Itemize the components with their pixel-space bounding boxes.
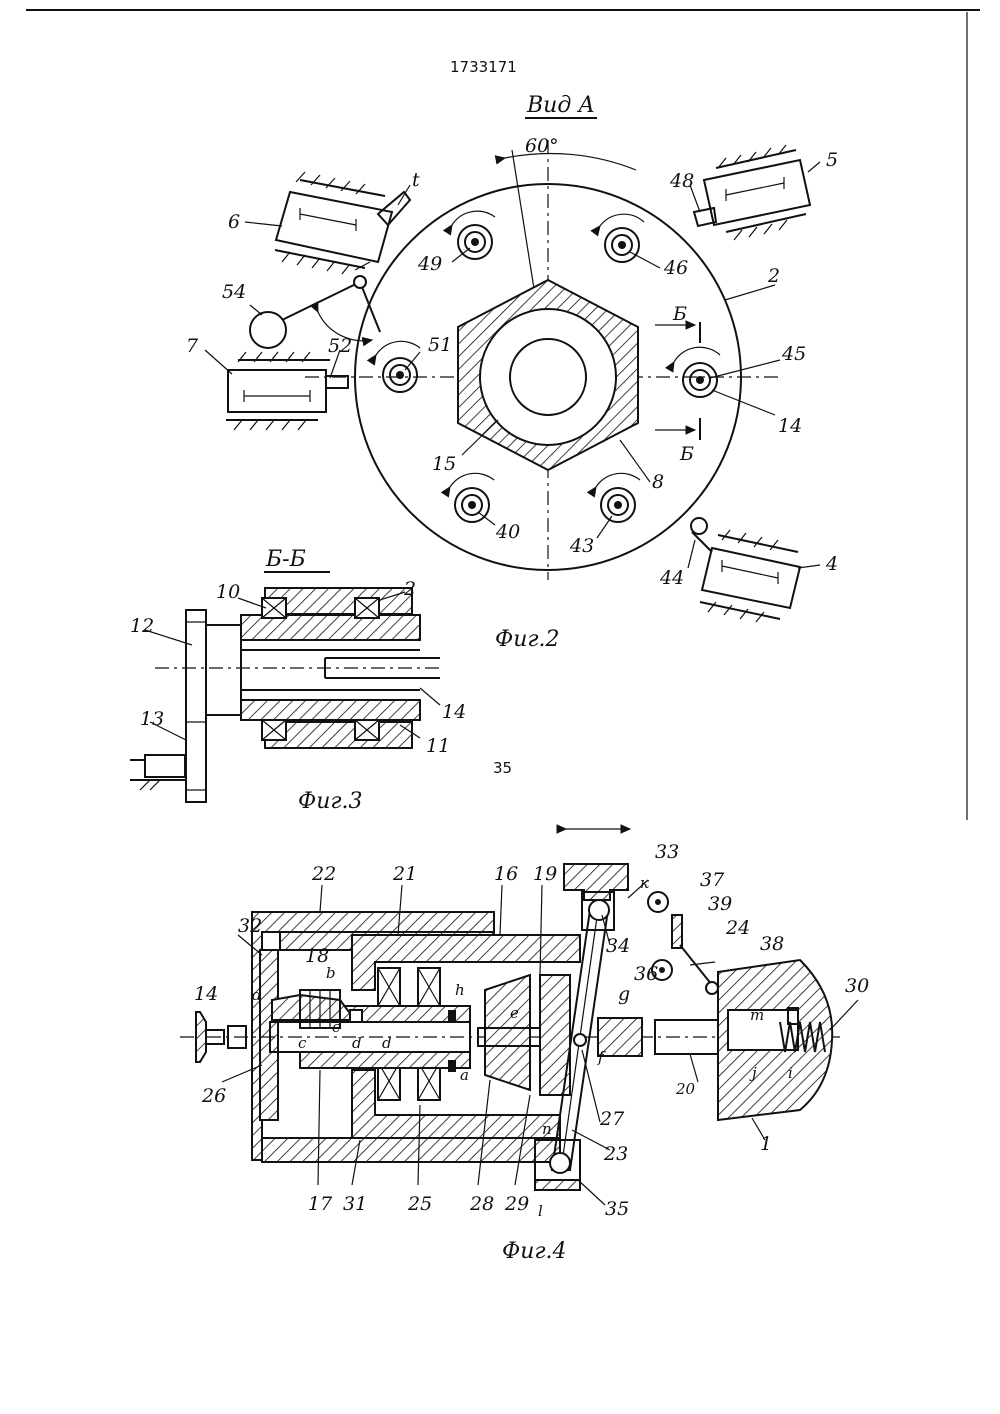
fig4-label-d1: d — [252, 986, 262, 1004]
fig4-label-g: g — [618, 983, 630, 1005]
fig4-label-d2: d — [352, 1034, 362, 1052]
fig4-label-20: 20 — [675, 1080, 696, 1098]
fig4-label-24: 24 — [725, 917, 750, 939]
label-45: 45 — [781, 343, 806, 365]
tool-holder-4 — [691, 518, 800, 622]
fig4-label-k: к — [640, 874, 649, 892]
fig4-label-33: 33 — [655, 841, 679, 863]
fig4-label-23: 23 — [603, 1143, 628, 1165]
label-54: 54 — [222, 281, 246, 303]
tool-holder-5 — [694, 145, 810, 240]
label-46: 46 — [663, 257, 688, 279]
fig4-label-34: 34 — [606, 935, 630, 957]
fig4-label-31: 31 — [343, 1193, 367, 1215]
fig4-label-39: 39 — [708, 893, 732, 915]
fig4-label-e: e — [510, 1004, 519, 1022]
fig4-label-19: 19 — [533, 863, 557, 885]
fig3-label-14: 14 — [442, 701, 466, 723]
fig3-caption: Фиг.3 — [298, 789, 363, 814]
fig4-label-27: 27 — [599, 1108, 625, 1130]
fig4-caption: Фиг.4 — [502, 1239, 567, 1264]
fig4-label-16: 16 — [494, 863, 518, 885]
fig4-drawing: 22 21 16 19 33 к 37 39 24 38 30 36 g m j… — [180, 829, 869, 1264]
fig4-label-35: 35 — [605, 1198, 629, 1220]
fig4-label-36: 36 — [634, 963, 658, 985]
label-5: 5 — [826, 149, 838, 171]
fig4-label-28: 28 — [469, 1193, 494, 1215]
label-51: 51 — [428, 334, 452, 356]
label-40: 40 — [495, 521, 520, 543]
gear-12 — [186, 610, 206, 802]
fig2-caption: Фиг.2 — [495, 627, 560, 652]
fig3-label-10: 10 — [216, 581, 240, 603]
label-15: 15 — [432, 453, 456, 475]
fig4-label-22: 22 — [311, 863, 336, 885]
label-8: 8 — [652, 471, 664, 493]
fig2-view-title: Вид А — [526, 93, 595, 118]
fig4-label-n: n — [542, 1120, 552, 1138]
label-43: 43 — [569, 535, 594, 557]
ball-weight — [250, 312, 286, 348]
fig4-label-14: 14 — [194, 983, 218, 1005]
label-6: 6 — [228, 211, 240, 233]
fig3-drawing: Б-Б — [130, 547, 466, 814]
fig4-label-d3: d — [382, 1034, 392, 1052]
label-52: 52 — [328, 335, 352, 357]
fig4-label-b: b — [326, 964, 336, 982]
fig4-label-25: 25 — [407, 1193, 432, 1215]
fig4-label-37: 37 — [700, 869, 725, 891]
label-7: 7 — [186, 335, 199, 357]
label-b-top: Б — [672, 303, 687, 325]
fig4-label-i: i — [788, 1064, 793, 1082]
fig4-label-h: h — [455, 981, 465, 999]
patent-number: 1733171 — [450, 58, 517, 76]
fig3-label-13: 13 — [140, 708, 164, 730]
fig4-label-32: 32 — [238, 915, 262, 937]
label-48: 48 — [669, 170, 694, 192]
fig3-label-11: 11 — [426, 735, 450, 757]
label-49: 49 — [417, 253, 442, 275]
fig4-label-21: 21 — [392, 863, 417, 885]
label-4: 4 — [825, 553, 838, 575]
tool-holder-7 — [226, 352, 348, 430]
label-t: t — [412, 169, 420, 191]
label-14: 14 — [778, 415, 802, 437]
fig4-label-c1: c — [298, 1034, 307, 1052]
fig4-label-26: 26 — [201, 1085, 226, 1107]
fig4-label-m: m — [750, 1006, 764, 1024]
fig3-label-12: 12 — [130, 615, 154, 637]
fig4-label-l: l — [538, 1202, 543, 1220]
tool-holder-6 — [275, 172, 410, 274]
fig4-label-c2: c — [332, 1018, 341, 1036]
line-number: 35 — [493, 759, 512, 777]
fig4-label-a: a — [460, 1066, 469, 1084]
fig4-label-17: 17 — [308, 1193, 333, 1215]
label-2: 2 — [767, 265, 780, 287]
fig4-label-38: 38 — [760, 933, 784, 955]
angle-label: 60° — [525, 135, 559, 157]
fig4-label-1: 1 — [760, 1133, 772, 1155]
label-b-bottom: Б — [679, 443, 694, 465]
label-44: 44 — [659, 567, 684, 589]
fig4-label-29: 29 — [504, 1193, 529, 1215]
fig4-label-30: 30 — [845, 975, 869, 997]
fig3-section-title: Б-Б — [265, 547, 306, 572]
fig3-label-2: 2 — [403, 578, 416, 600]
